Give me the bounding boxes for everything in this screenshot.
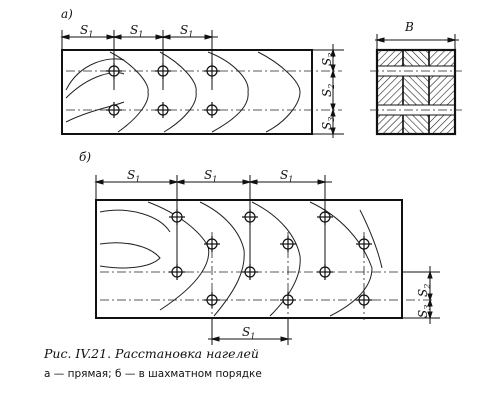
panel-b-axis-lines (100, 232, 434, 320)
panel-a-label: а) (61, 7, 73, 21)
panel-a-wood-grain (65, 51, 301, 133)
dowel (155, 63, 171, 79)
panel-b-vertical-dimension (402, 266, 440, 324)
panel-b-s1-label-1: S1 (127, 168, 140, 184)
panel-a-s1-label-1: S1 (80, 23, 93, 39)
panel-b-s1-label-2: S1 (204, 168, 217, 184)
panel-a-vertical-dimension (312, 44, 344, 138)
dowel (204, 236, 220, 252)
panel-b-bottom-s1-dimension (208, 318, 292, 345)
panel-b-bottom-s1-label: S1 (242, 325, 255, 341)
panel-b-s2-label: S2 (416, 284, 432, 297)
panel-b-s1-dimension (94, 175, 332, 272)
figure-caption-title: Рис. IV.21. Расстановка нагелей (44, 346, 259, 361)
panel-a-s1-label-3: S1 (180, 23, 193, 39)
panel-a-s1-label-2: S1 (130, 23, 143, 39)
cross-section-layers (375, 48, 457, 136)
dowel (317, 264, 333, 280)
dowel (106, 63, 122, 79)
panel-b-dowels (169, 209, 372, 308)
panel-b-wood-grain (99, 201, 383, 317)
dowel (169, 209, 185, 225)
panel-a-s2-label: S2 (320, 84, 336, 97)
dowel (356, 236, 372, 252)
dowel (169, 264, 185, 280)
cross-section: B (370, 20, 462, 136)
panel-b-s3-label: S3 (416, 305, 432, 318)
panel-a: а) S1 S1 S1 (60, 7, 344, 138)
cross-section-b-label: B (404, 20, 414, 34)
dowel (242, 209, 258, 225)
dowel (204, 102, 220, 118)
panel-a-board (61, 49, 313, 135)
figure-caption-legend: а — прямая; б — в шахматном порядке (44, 368, 262, 380)
panel-b-label: б) (79, 150, 91, 164)
panel-a-dowels (106, 63, 220, 118)
dowel (155, 102, 171, 118)
panel-a-s3-bottom-label: S3 (320, 117, 336, 130)
panel-b-s1-label-3: S1 (280, 168, 293, 184)
cross-section-width-dimension (375, 34, 459, 50)
dowel (317, 209, 333, 225)
dowel (242, 264, 258, 280)
panel-b: б) S1 S1 S1 (79, 150, 440, 345)
panel-a-axis-lines (66, 70, 342, 111)
dowel (280, 236, 296, 252)
dowel (280, 292, 296, 308)
dowel (204, 292, 220, 308)
panel-b-board (95, 199, 403, 319)
dowel (356, 292, 372, 308)
panel-a-s3-top-label: S3 (320, 53, 336, 66)
panel-a-s1-dimension (60, 30, 218, 90)
dowel (204, 63, 220, 79)
dowel (106, 102, 122, 118)
cross-section-axis-lines (370, 70, 462, 111)
